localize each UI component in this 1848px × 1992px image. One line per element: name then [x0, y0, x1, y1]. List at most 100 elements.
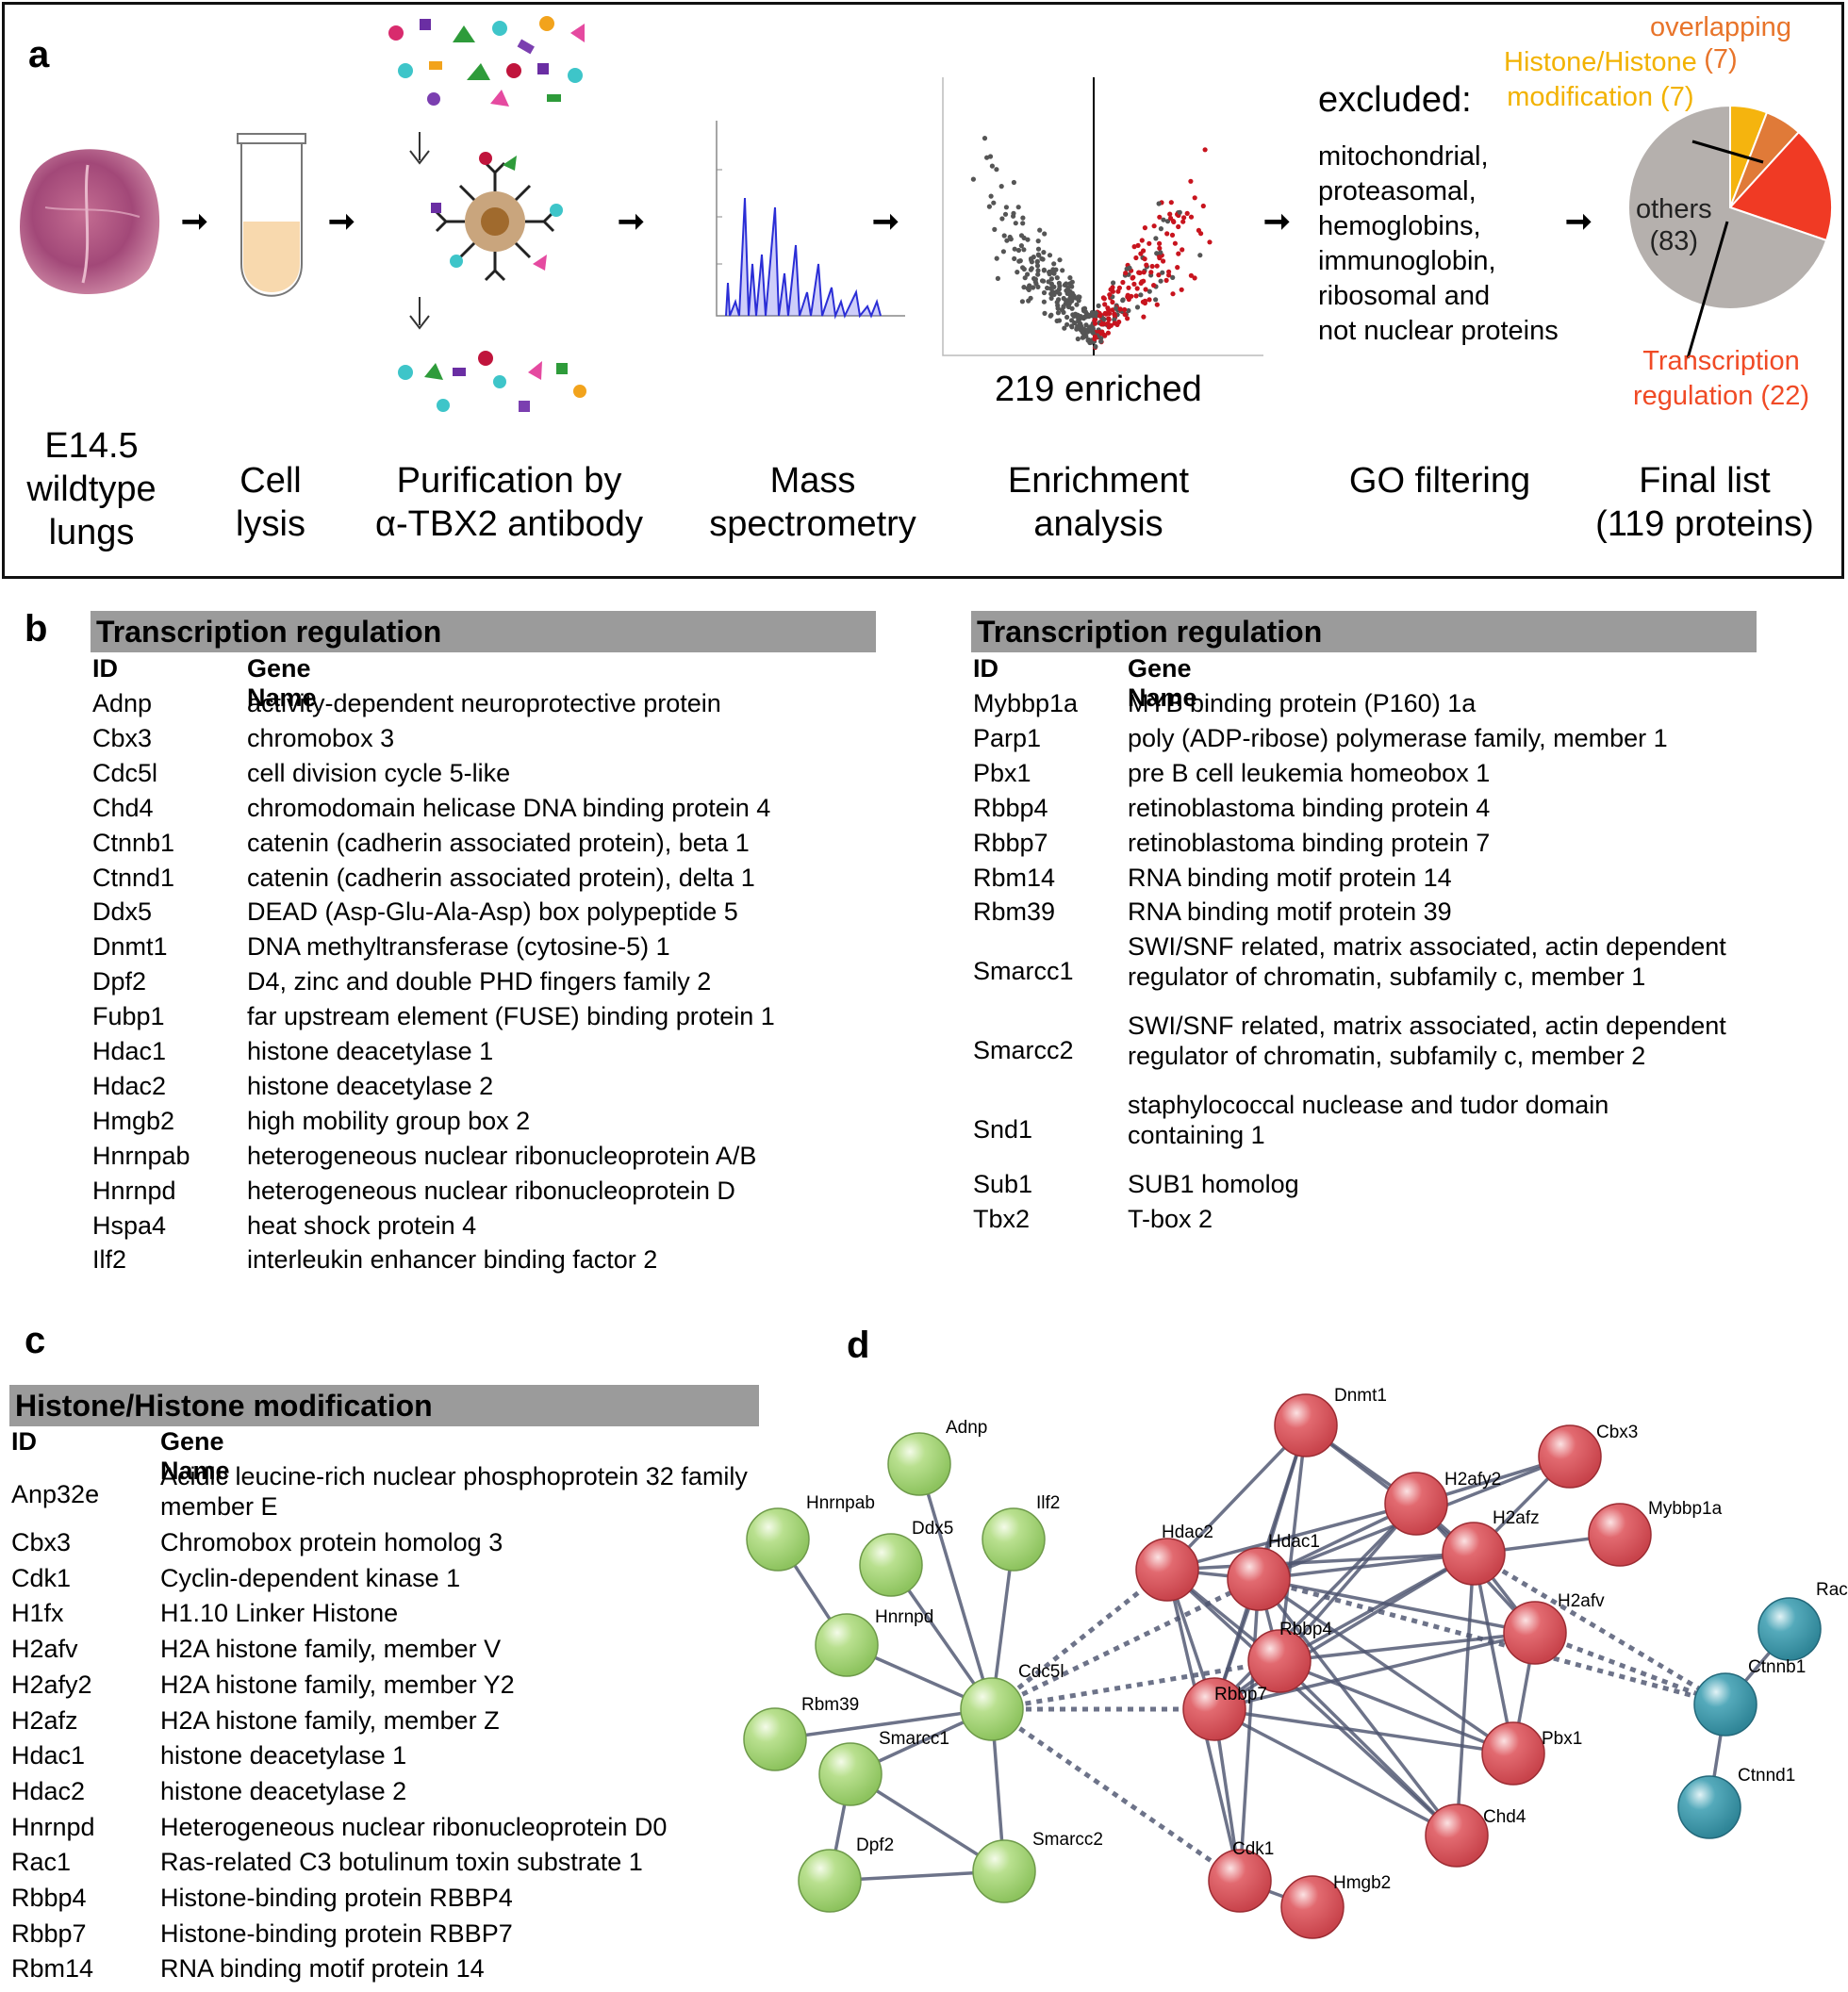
table-row-gene-name: Chromobox protein homolog 3 [160, 1528, 503, 1556]
network-node [982, 1507, 1046, 1572]
volcano-point [1035, 246, 1042, 252]
volcano-point [1026, 298, 1031, 304]
table-row-id: Dpf2 [92, 967, 147, 996]
volcano-point [1108, 322, 1114, 328]
table-row-id: Ilf2 [92, 1245, 127, 1275]
volcano-point [1181, 215, 1187, 221]
table-row-gene-name: DEAD (Asp-Glu-Ala-Asp) box polypeptide 5 [247, 897, 738, 927]
table-row-gene-name: Heterogeneous nuclear ribonucleoprotein … [160, 1812, 668, 1841]
volcano-point [1092, 318, 1097, 323]
volcano-point [1158, 226, 1163, 232]
volcano-point [1115, 288, 1121, 294]
volcano-point [1089, 309, 1095, 316]
volcano-point [1148, 270, 1154, 275]
volcano-point [1123, 271, 1129, 276]
panel-label-c: c [25, 1320, 46, 1361]
volcano-point [1138, 292, 1144, 298]
volcano-point [1067, 281, 1073, 287]
table-row-id: Cdc5l [92, 758, 158, 787]
volcano-point [1090, 326, 1096, 332]
table-row-gene-name-cont: regulator of chromatin, subfamily c, mem… [1128, 963, 1646, 992]
volcano-point [987, 154, 994, 159]
volcano-point [1013, 221, 1018, 226]
volcano-point [986, 204, 992, 209]
pie-leader-lines [1686, 140, 1764, 359]
volcano-point [1172, 240, 1178, 246]
volcano-point [1139, 238, 1145, 243]
table-row-id: Ddx5 [92, 897, 153, 927]
volcano-point [1007, 234, 1013, 240]
network-edge [1258, 1577, 1514, 1755]
table-row-gene-name: histone deacetylase 1 [247, 1037, 494, 1065]
volcano-point [1164, 219, 1171, 224]
final-list-pie-chart [1627, 104, 1833, 310]
table-row-gene-name: staphylococcal nuclease and tudor domain [1128, 1091, 1609, 1120]
network-node [798, 1849, 862, 1913]
col-header-gene-name: Gene Name [1128, 654, 1197, 712]
volcano-point [1126, 307, 1131, 314]
volcano-point [1142, 225, 1147, 231]
volcano-point [1090, 330, 1096, 336]
network-node-label: Hnrnpd [875, 1607, 933, 1627]
excluded-item: proteasomal, [1318, 176, 1477, 206]
volcano-point [1000, 249, 1006, 255]
volcano-point [1166, 269, 1172, 274]
table-row-id: H1fx [11, 1599, 64, 1628]
volcano-point [1085, 337, 1091, 343]
volcano-point [999, 216, 1005, 222]
table-row-gene-name: D4, zinc and double PHD fingers family 2 [247, 967, 712, 996]
volcano-point [1098, 321, 1104, 327]
volcano-point [1151, 283, 1157, 288]
network-node [1182, 1677, 1246, 1741]
volcano-point [1196, 227, 1201, 233]
volcano-point [1106, 307, 1112, 313]
volcano-point [1112, 317, 1117, 322]
table-row-id: Ctnnb1 [92, 828, 175, 857]
excluded-item: hemoglobins, [1318, 211, 1481, 241]
network-node [859, 1533, 923, 1597]
volcano-point [1098, 338, 1104, 344]
protein-interaction-network: AdnpHnrnpabDdx5Ilf2HnrnpdCdc5lRbm39Smarc… [743, 1386, 1848, 1939]
network-node-label: Ctnnb1 [1748, 1657, 1806, 1677]
volcano-point [1057, 283, 1063, 288]
volcano-point [1097, 313, 1103, 319]
volcano-point [1042, 231, 1048, 237]
network-edge [917, 1463, 994, 1710]
volcano-point [1107, 310, 1113, 317]
arrow-icon: ➞ [1263, 204, 1291, 239]
network-node-label: H2afy2 [1444, 1470, 1501, 1490]
volcano-point [1055, 305, 1061, 311]
network-node-label: Cdc5l [1018, 1662, 1064, 1682]
volcano-point [1134, 286, 1140, 291]
volcano-point [1075, 312, 1081, 319]
table-row-gene-name: retinoblastoma binding protein 7 [1128, 828, 1491, 857]
purification-illustration [388, 16, 586, 412]
table-row-id: Hdac2 [92, 1071, 167, 1100]
network-edge [1165, 1424, 1308, 1572]
volcano-point [1029, 259, 1034, 265]
table-row-id: Hdac1 [11, 1741, 86, 1770]
volcano-point [1188, 272, 1194, 278]
network-node [972, 1839, 1036, 1903]
network-node [818, 1742, 883, 1806]
volcano-point [1047, 272, 1052, 277]
volcano-point [1135, 242, 1141, 248]
network-node-label: Rac1 [1816, 1580, 1848, 1600]
network-edge [990, 1706, 1242, 1884]
volcano-point [1160, 270, 1165, 275]
col-header-gene-name: Gene Name [247, 654, 317, 712]
step-label-lungs: E14.5 wildtype lungs [26, 426, 157, 552]
network-node [1384, 1472, 1448, 1536]
volcano-point [1125, 292, 1130, 298]
network-edge [990, 1568, 1169, 1711]
volcano-point [1081, 305, 1088, 311]
mass-spectrum-chart [716, 121, 905, 320]
volcano-point [1207, 239, 1213, 245]
excluded-title: excluded: [1318, 80, 1472, 120]
network-node-label: H2afv [1558, 1591, 1605, 1611]
volcano-point [1154, 251, 1160, 256]
excluded-item: ribosomal and [1318, 281, 1491, 311]
volcano-point [1192, 275, 1197, 281]
volcano-point [1154, 302, 1160, 307]
volcano-point [1069, 318, 1075, 323]
